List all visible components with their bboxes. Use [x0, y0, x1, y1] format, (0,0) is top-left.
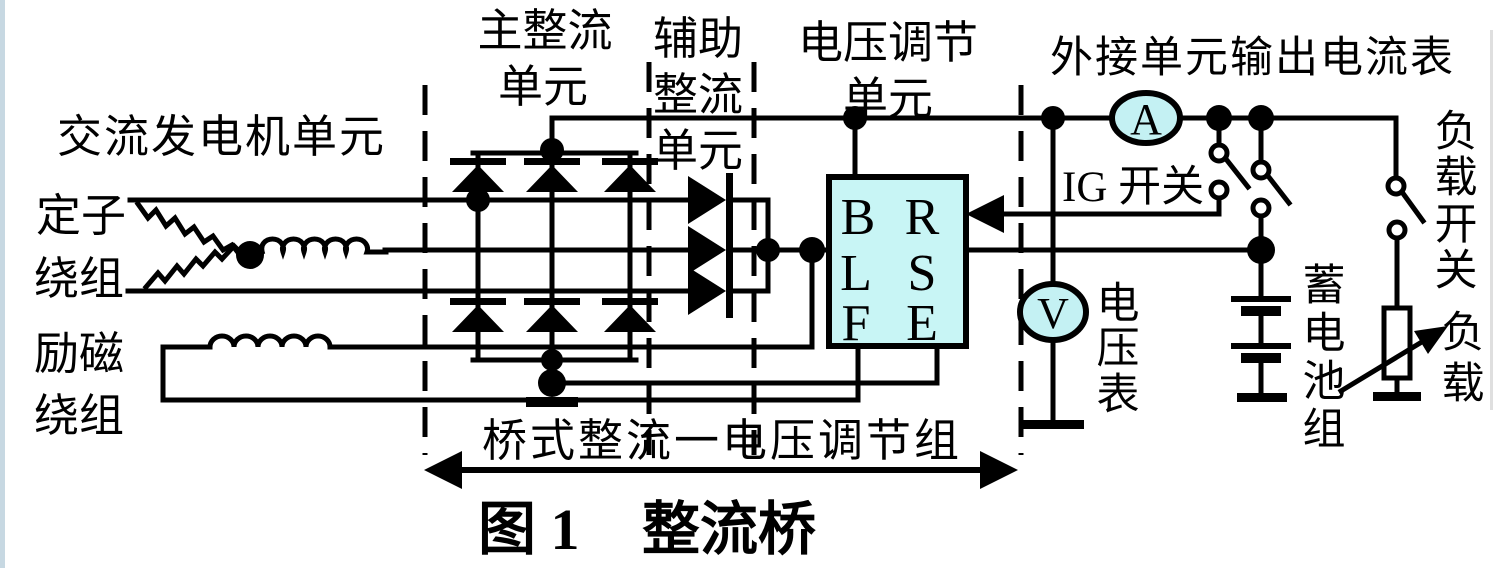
ammeter: A [1109, 90, 1183, 146]
field-label-2: 绕组 [34, 391, 124, 441]
stator-label-2: 绕组 [34, 254, 124, 304]
terminal-e: E [906, 295, 938, 352]
field-winding [160, 333, 335, 403]
aux-rectifier-label-3: 单元 [653, 126, 743, 176]
voltmeter-letter: V [1037, 289, 1069, 338]
svg-text:负: 负 [1435, 109, 1478, 156]
svg-text:负: 负 [1442, 310, 1485, 357]
figure-number: 图 1 [478, 497, 580, 562]
r-terminal-arrow [966, 195, 1004, 233]
svg-text:蓄: 蓄 [1303, 263, 1346, 310]
svg-text:电: 电 [1097, 281, 1140, 328]
scan-edge-right [1490, 30, 1493, 410]
battery [1231, 296, 1291, 363]
ig-switch [1208, 142, 1252, 201]
load-switch [1385, 175, 1427, 241]
main-rectifier-diodes [450, 158, 658, 332]
terminal-b: B [841, 189, 876, 246]
terminal-s: S [908, 245, 937, 302]
voltmeter-label: 电 压 表 [1097, 281, 1140, 419]
figure-title: 整流桥 [642, 497, 816, 562]
section-separators [422, 62, 1024, 455]
generator-unit-label: 交流发电机单元 [57, 112, 386, 162]
aux-rectifier-label-1: 辅助 [653, 14, 743, 64]
regulator-box: B R L S F E [826, 174, 969, 352]
terminal-f: F [842, 295, 871, 352]
ammeter-letter: A [1130, 95, 1162, 144]
aux-rectifier-diodes [688, 173, 733, 318]
voltage-regulator-label-2: 单元 [843, 74, 933, 124]
stator-winding [134, 200, 389, 291]
span-arrow [424, 451, 1018, 489]
wires [125, 115, 1400, 423]
terminal-l: L [840, 245, 872, 302]
main-rectifier-label-1: 主整流 [477, 6, 612, 56]
svg-text:压: 压 [1097, 326, 1140, 373]
junction-dots [236, 105, 1275, 397]
load-switch-label: 负 载 开 关 [1435, 109, 1478, 295]
svg-text:开: 开 [1435, 202, 1478, 249]
external-ammeter-label: 外接单元输出电流表 [1050, 35, 1455, 82]
main-rectifier-label-2: 单元 [498, 62, 588, 112]
terminal-r: R [905, 189, 940, 246]
bridge-group-label: 桥式整流一电压调节组 [482, 416, 962, 466]
battery-switch [1250, 159, 1293, 219]
load-label: 负 载 [1442, 310, 1485, 408]
svg-text:组: 组 [1303, 407, 1346, 454]
field-label-1: 励磁 [34, 329, 124, 379]
battery-label: 蓄 电 池 组 [1303, 263, 1346, 454]
load-resistor [1337, 305, 1448, 395]
ig-switch-label: IG 开关 [1062, 164, 1204, 211]
svg-text:池: 池 [1303, 359, 1346, 406]
main-rectifier [450, 150, 658, 363]
voltmeter: V [1017, 281, 1089, 343]
voltage-regulator-label-1: 电压调节 [798, 18, 978, 68]
aux-rectifier-label-2: 整流 [653, 70, 743, 120]
scan-edge-left [0, 0, 5, 568]
grounds [526, 392, 1421, 429]
svg-text:载: 载 [1435, 155, 1478, 202]
svg-text:电: 电 [1303, 311, 1346, 358]
aux-rectifier [688, 173, 771, 318]
svg-text:载: 载 [1442, 361, 1485, 408]
stator-label-1: 定子 [36, 191, 126, 241]
svg-text:关: 关 [1435, 248, 1478, 295]
svg-text:表: 表 [1097, 372, 1140, 419]
